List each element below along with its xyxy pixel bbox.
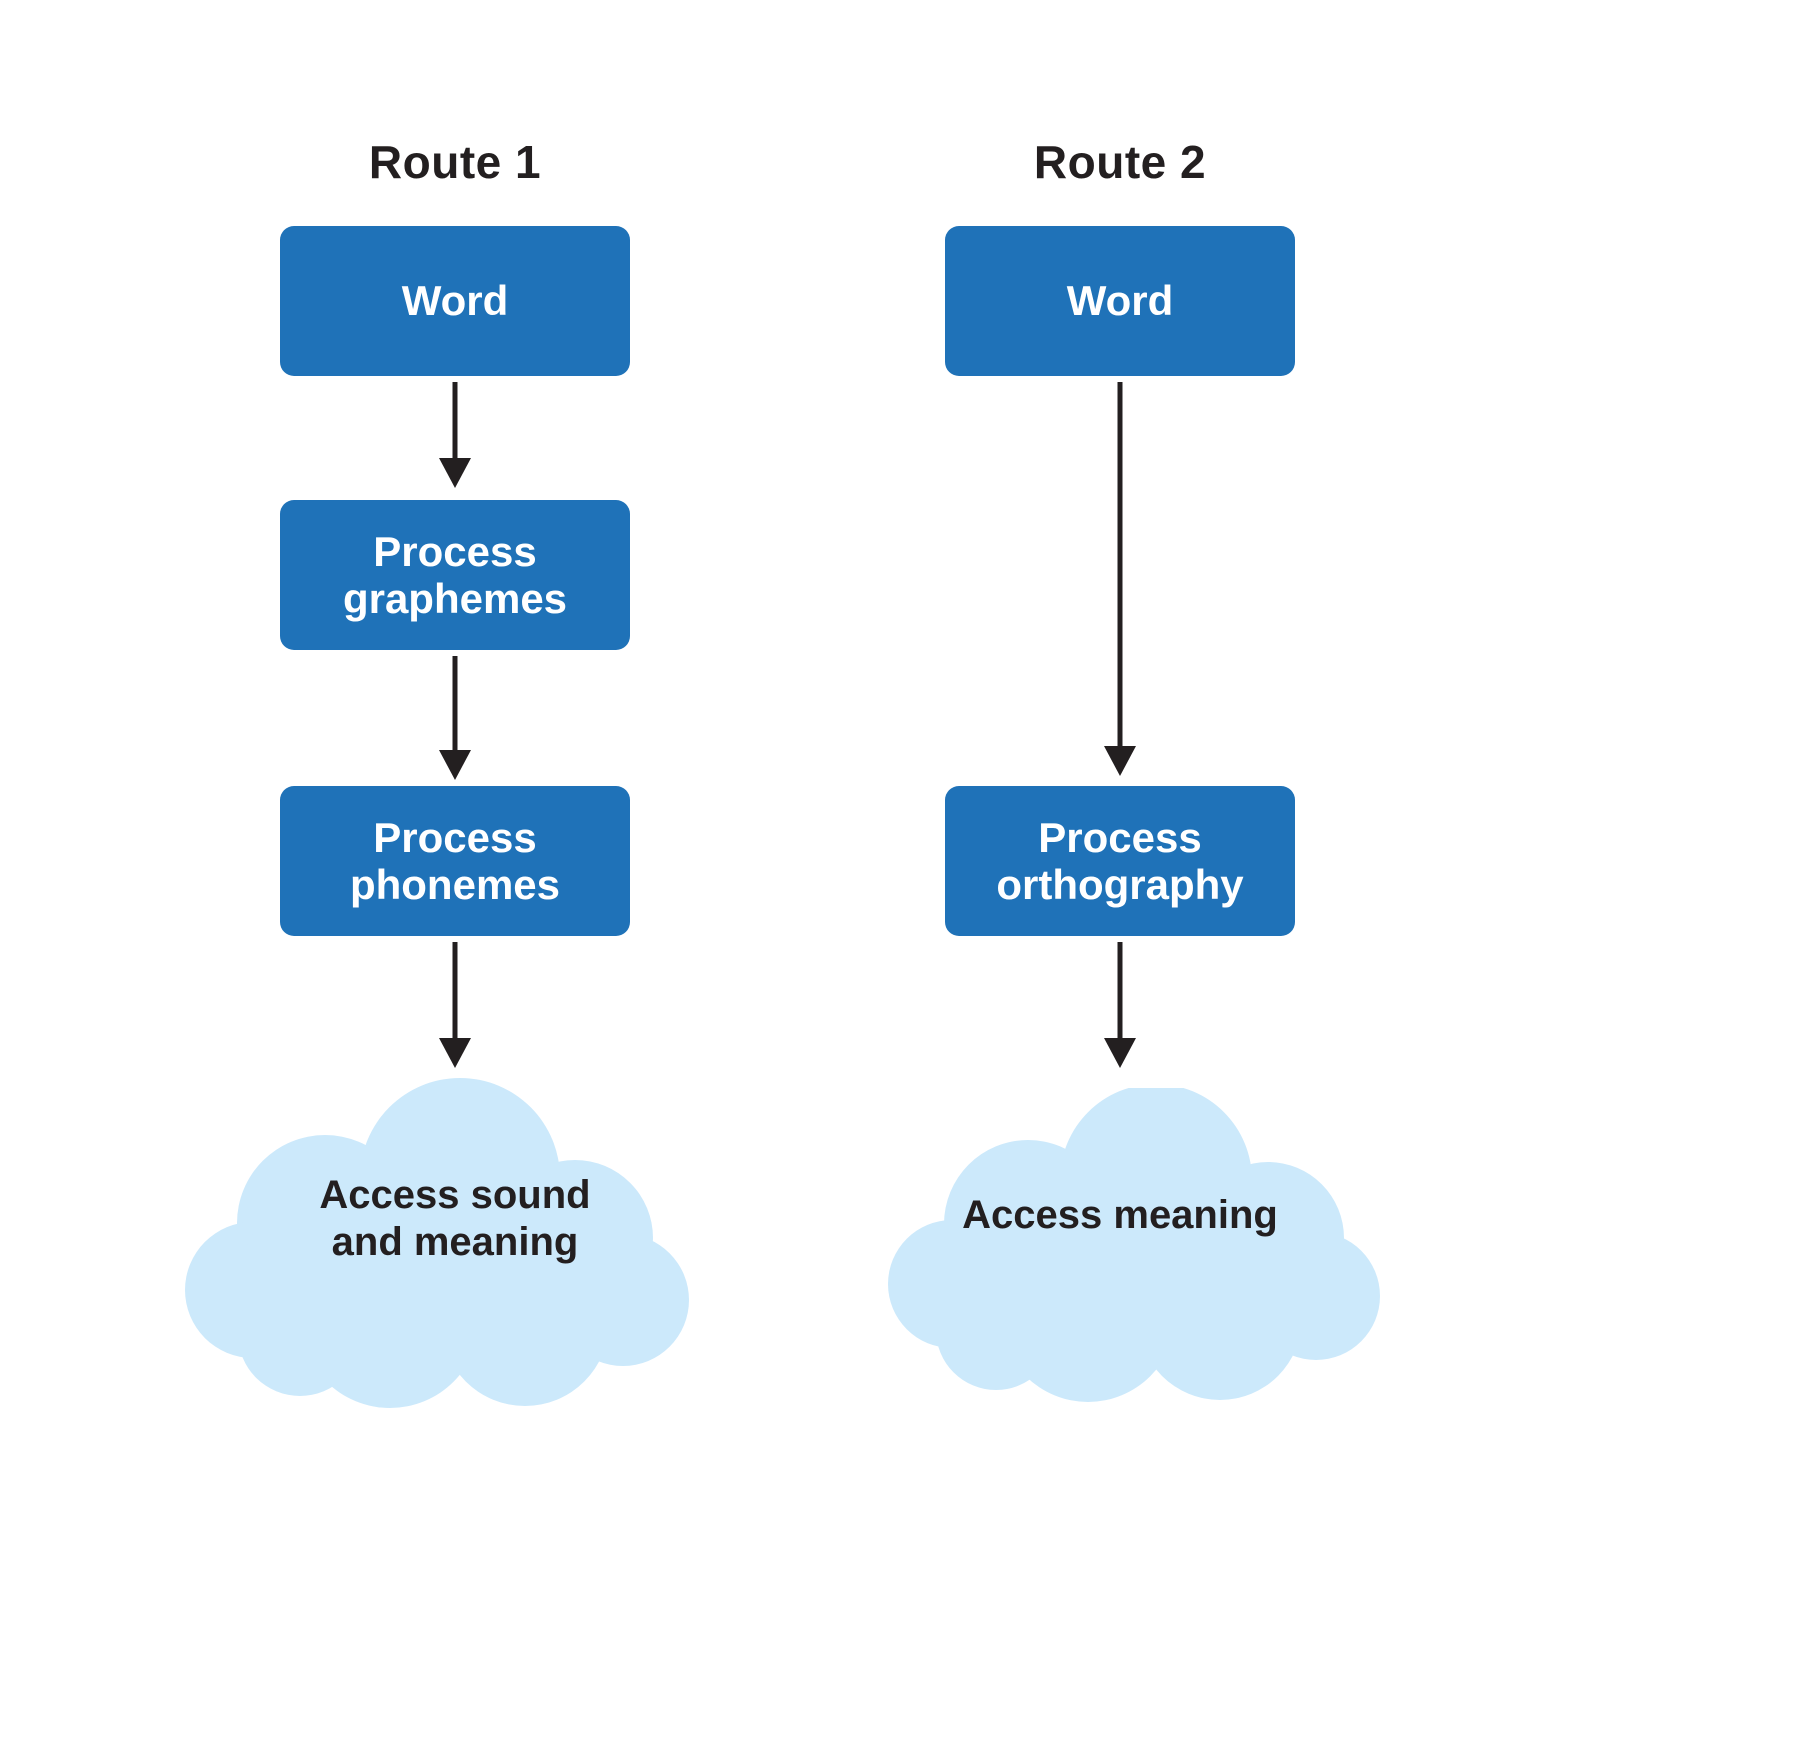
- route-2-title: Route 2: [1033, 136, 1207, 188]
- route-2-node-word: Word: [945, 226, 1295, 376]
- route-1-node-phonemes-line-1: Process: [373, 813, 537, 861]
- route-1-node-word: Word: [280, 226, 630, 376]
- route-1-node-phonemes-label: Process phonemes: [350, 814, 560, 908]
- route-1-arrow-phonemes-to-outcome: [135, 942, 775, 1070]
- route-1-column: Route 1 Word Process graphemes Proc: [135, 0, 775, 1761]
- route-2-node-word-label: Word: [1066, 277, 1174, 325]
- route-1-outcome-cloud: [135, 1078, 775, 1408]
- route-2-column: Route 2 Word Process orthography: [800, 0, 1440, 1761]
- route-1-arrow-word-to-graphemes: [135, 382, 775, 490]
- route-1-node-graphemes-line-2: graphemes: [342, 575, 568, 622]
- route-2-outcome-cloud: [800, 1088, 1440, 1408]
- route-1-node-word-label: Word: [401, 277, 509, 325]
- route-2-node-orthography-line-1: Process: [1038, 813, 1202, 861]
- route-1-title: Route 1: [368, 136, 542, 188]
- route-1-node-phonemes: Process phonemes: [280, 786, 630, 936]
- route-1-node-graphemes-label: Process graphemes: [343, 528, 567, 622]
- route-1-node-phonemes-line-2: phonemes: [349, 861, 561, 908]
- route-1-arrow-graphemes-to-phonemes: [135, 656, 775, 782]
- route-1-node-graphemes: Process graphemes: [280, 500, 630, 650]
- route-2-node-orthography-line-2: orthography: [996, 861, 1244, 908]
- route-2-node-orthography-label: Process orthography: [996, 814, 1243, 908]
- route-2-node-orthography: Process orthography: [945, 786, 1295, 936]
- route-1-node-graphemes-line-1: Process: [373, 527, 537, 575]
- route-2-arrow-orthography-to-outcome: [800, 942, 1440, 1070]
- route-2-arrow-word-to-orthography: [800, 382, 1440, 778]
